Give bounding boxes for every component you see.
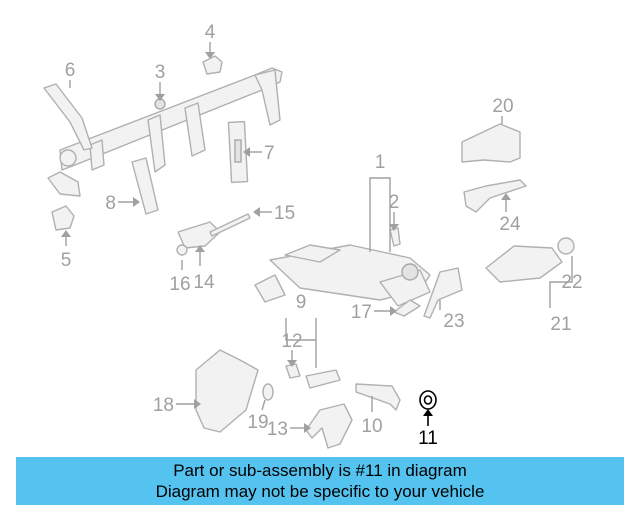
leader-lines <box>61 42 573 433</box>
callout-labels: 1 2 3 4 5 6 7 8 9 10 11 12 13 14 15 16 1… <box>61 22 583 449</box>
part-10-lock <box>355 383 401 411</box>
part-24-switch <box>463 179 527 213</box>
callout-10: 10 <box>361 416 382 437</box>
info-banner: Part or sub-assembly is #11 in diagram D… <box>16 457 624 505</box>
callout-21: 21 <box>550 314 571 335</box>
part-11-highlighted[interactable] <box>419 390 437 410</box>
part-22-cap <box>557 237 575 255</box>
callout-7: 7 <box>264 143 275 164</box>
callout-16: 16 <box>169 274 190 295</box>
callout-15: 15 <box>274 203 295 224</box>
callout-14: 14 <box>193 272 215 293</box>
callout-2: 2 <box>389 192 400 213</box>
callout-13: 13 <box>267 419 288 440</box>
callout-1: 1 <box>375 152 386 173</box>
part-13-cover <box>305 403 353 449</box>
parts-diagram: 1 2 3 4 5 6 7 8 9 10 11 12 13 14 15 16 1… <box>43 22 583 449</box>
part-17-cover <box>393 299 421 317</box>
part-8-brace <box>131 157 159 215</box>
callout-5: 5 <box>61 250 72 271</box>
part-15-bolt <box>209 213 251 237</box>
part-9-shaft <box>305 369 341 389</box>
part-16-nut <box>176 244 188 256</box>
part-5-clip <box>51 205 75 231</box>
callout-8: 8 <box>105 193 116 214</box>
callout-6: 6 <box>65 60 76 81</box>
part-23-lever <box>423 267 463 319</box>
part-2-bolt <box>389 227 401 247</box>
callout-9: 9 <box>296 292 307 313</box>
banner-line-1: Part or sub-assembly is #11 in diagram <box>173 461 467 480</box>
callout-19: 19 <box>247 412 268 433</box>
callout-11: 11 <box>418 428 438 449</box>
part-19-clip <box>262 383 274 401</box>
part-20-shroud <box>461 123 521 163</box>
banner-line-2: Diagram may not be specific to your vehi… <box>155 482 485 501</box>
part-21-panel <box>485 245 563 283</box>
part-12-bushing <box>285 363 301 379</box>
part-4-nut <box>202 55 223 75</box>
callout-23: 23 <box>443 311 464 332</box>
callout-20: 20 <box>492 96 513 117</box>
part-18-knee-bolster <box>195 349 259 433</box>
part-1-steering-column <box>254 244 431 307</box>
callout-12: 12 <box>281 331 302 352</box>
callout-24: 24 <box>499 214 521 235</box>
callout-17: 17 <box>351 302 372 323</box>
part-3-cross-beam <box>47 67 283 197</box>
callout-18: 18 <box>153 395 174 416</box>
callout-22: 22 <box>561 272 582 293</box>
part-6-bracket <box>43 83 93 151</box>
callout-3: 3 <box>155 62 166 83</box>
callout-4: 4 <box>205 22 216 43</box>
